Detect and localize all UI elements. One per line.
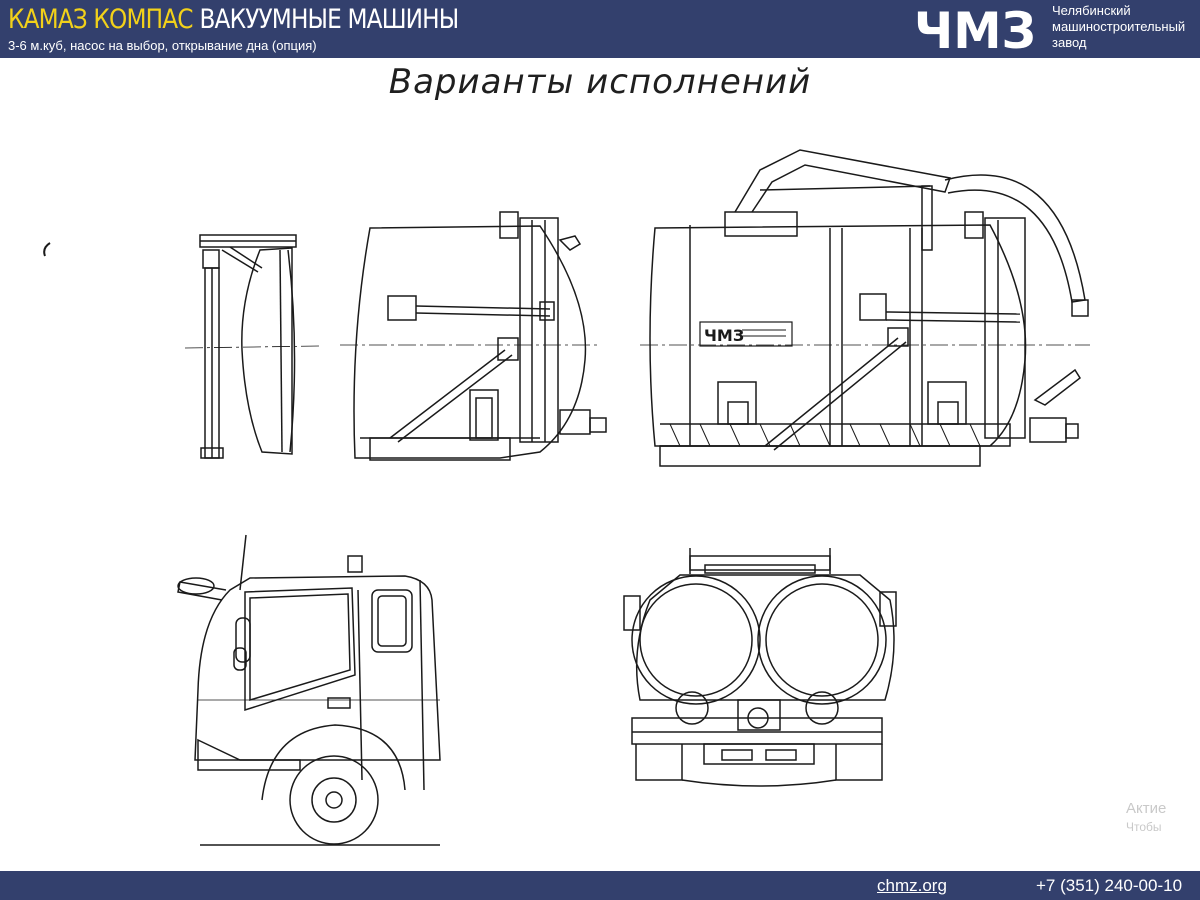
company-logo: ЧМЗ	[914, 2, 1036, 54]
drawing-door-variant	[340, 211, 607, 461]
activation-watermark: Актие Чтобы	[1126, 800, 1166, 836]
drawing-lid-variant	[184, 234, 321, 459]
website-link[interactable]: chmz.org	[877, 876, 947, 895]
title-brand: КАМАЗ КОМПАС	[8, 4, 193, 35]
phone-number: +7 (351) 240-00-10	[1036, 876, 1183, 895]
drawing-tank-boom-variant: ЧМЗ	[640, 149, 1090, 467]
tank-plate-text: ЧМЗ	[704, 326, 744, 345]
title-product: ВАКУУМНЫЕ МАШИНЫ	[199, 4, 459, 35]
stray-mark	[43, 242, 51, 257]
company-name: Челябинский машиностроительный завод	[1052, 3, 1185, 51]
company-line: завод	[1052, 35, 1087, 50]
footer-bar: chmz.org +7 (351) 240-00-10	[0, 871, 1200, 900]
logo-text: ЧМЗ	[914, 2, 1036, 54]
header-subtitle: 3-6 м.куб, насос на выбор, открывание дн…	[8, 38, 317, 53]
company-line: машиностроительный	[1052, 19, 1186, 34]
drawing-cab-side-view	[177, 534, 441, 846]
company-line: Челябинский	[1052, 3, 1131, 18]
page-title: Варианты исполнений	[388, 62, 812, 102]
watermark-line: Актие	[1126, 800, 1167, 817]
drawing-rear-view	[623, 548, 897, 787]
watermark-line: Чтобы	[1126, 820, 1162, 834]
